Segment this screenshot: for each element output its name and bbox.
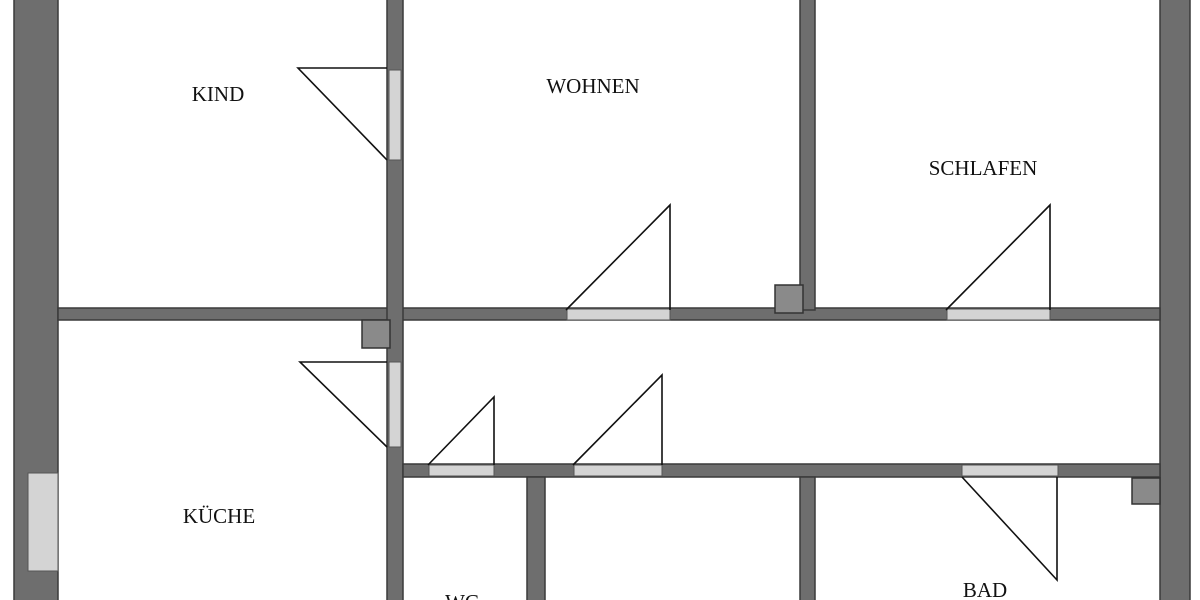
door-room	[572, 373, 663, 466]
door-bad	[961, 476, 1058, 583]
label-kueche: KÜCHE	[183, 504, 255, 528]
opening-kueche	[388, 361, 402, 448]
opening-room	[573, 464, 663, 477]
door-wohnen	[565, 203, 671, 311]
opening-bad	[961, 464, 1059, 477]
opening-wc	[428, 464, 495, 477]
wall-bad	[799, 476, 816, 600]
wall-wc	[526, 476, 546, 600]
door-swings	[296, 67, 1058, 583]
shaft-2	[361, 319, 391, 349]
door-wc	[427, 395, 495, 466]
shaft-3	[1131, 477, 1161, 505]
door-kueche	[298, 361, 388, 448]
door-schlafen	[945, 203, 1051, 311]
shaft-1	[774, 284, 804, 314]
room-labels: KIND WOHNEN SCHLAFEN KÜCHE WC BAD	[183, 74, 1037, 600]
door-kind	[296, 67, 388, 161]
openings	[27, 69, 1059, 572]
label-kind: KIND	[192, 82, 245, 106]
outer-wall-right	[1159, 0, 1191, 600]
label-bad: BAD	[963, 578, 1007, 600]
opening-kind	[388, 69, 402, 161]
opening-wohnen	[566, 308, 671, 321]
label-wohnen: WOHNEN	[546, 74, 639, 98]
label-wc: WC	[445, 590, 479, 600]
wall-wohnen-schlafen	[799, 0, 816, 311]
window-kueche	[27, 472, 59, 572]
label-schlafen: SCHLAFEN	[929, 156, 1038, 180]
shafts	[361, 284, 1161, 505]
opening-schlafen	[946, 308, 1051, 321]
